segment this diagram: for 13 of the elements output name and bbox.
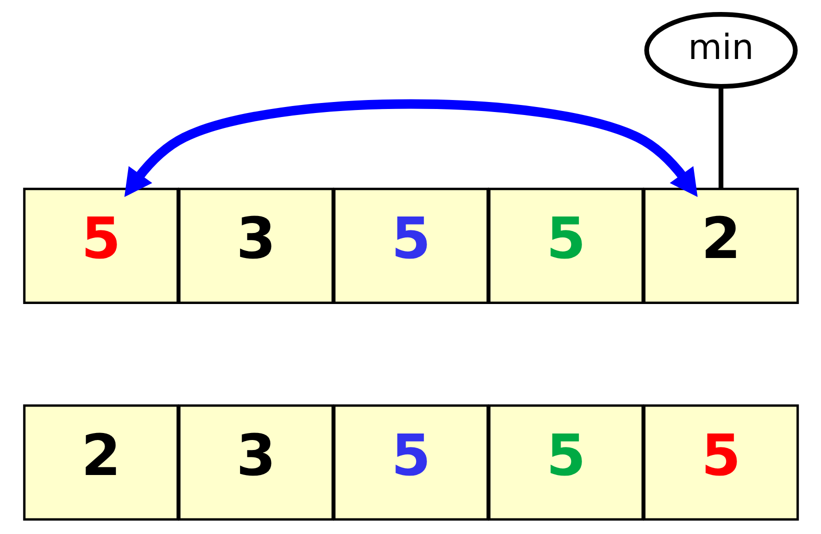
- node-box: 5: [22, 188, 178, 304]
- connector: [718, 86, 723, 188]
- node-box: 5: [332, 188, 488, 304]
- node-box: 3: [178, 188, 334, 304]
- node-box: 2: [642, 188, 798, 304]
- node-box: 2: [22, 404, 178, 521]
- node-box: 3: [178, 404, 334, 521]
- node-box: 5: [332, 404, 488, 521]
- node-box: 5: [642, 404, 798, 521]
- node-ellipse: min: [644, 12, 798, 89]
- arrow: [124, 99, 698, 198]
- node-box: 5: [488, 188, 644, 304]
- node-box: 5: [488, 404, 644, 521]
